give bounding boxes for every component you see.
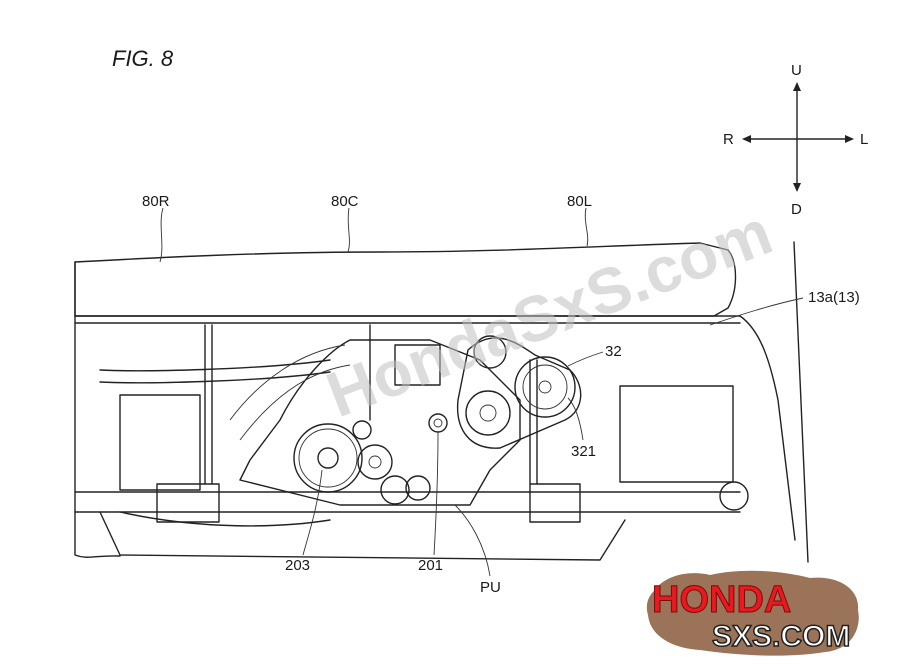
label-203: 203 bbox=[285, 557, 310, 574]
label-pu: PU bbox=[480, 579, 501, 596]
shaft-201 bbox=[428, 413, 448, 433]
label-80c: 80C bbox=[331, 193, 359, 210]
power-unit-assembly bbox=[229, 324, 521, 506]
leader-lines bbox=[159, 207, 804, 577]
frame bbox=[74, 241, 809, 563]
hondasxs-logo: HONDA SXS.COM bbox=[646, 570, 859, 656]
dir-left-label: L bbox=[860, 131, 868, 148]
dir-down-label: D bbox=[791, 201, 802, 218]
logo-top-text: HONDA bbox=[652, 579, 791, 621]
seat-cushion bbox=[74, 242, 741, 324]
dir-up-label: U bbox=[791, 62, 802, 79]
arrow-down-icon bbox=[793, 183, 801, 192]
logo-bottom-text: SXS.COM bbox=[712, 620, 850, 653]
diagonal-watermark: HondaSxS.com bbox=[317, 196, 781, 431]
label-13a: 13a(13) bbox=[808, 289, 860, 306]
figure-title: FIG. 8 bbox=[112, 46, 174, 71]
label-80r: 80R bbox=[142, 193, 170, 210]
belt-cover-32 bbox=[456, 335, 582, 449]
arrow-up-icon bbox=[793, 82, 801, 91]
label-32: 32 bbox=[605, 343, 622, 360]
gear-203 bbox=[293, 420, 431, 505]
arrow-right-dir-icon bbox=[742, 135, 751, 143]
direction-indicator: U D R L bbox=[723, 62, 868, 218]
label-321: 321 bbox=[571, 443, 596, 460]
dir-right-label: R bbox=[723, 131, 734, 148]
label-201: 201 bbox=[418, 557, 443, 574]
arrow-left-dir-icon bbox=[845, 135, 854, 143]
label-80l: 80L bbox=[567, 193, 592, 210]
logo-splash bbox=[646, 570, 859, 656]
